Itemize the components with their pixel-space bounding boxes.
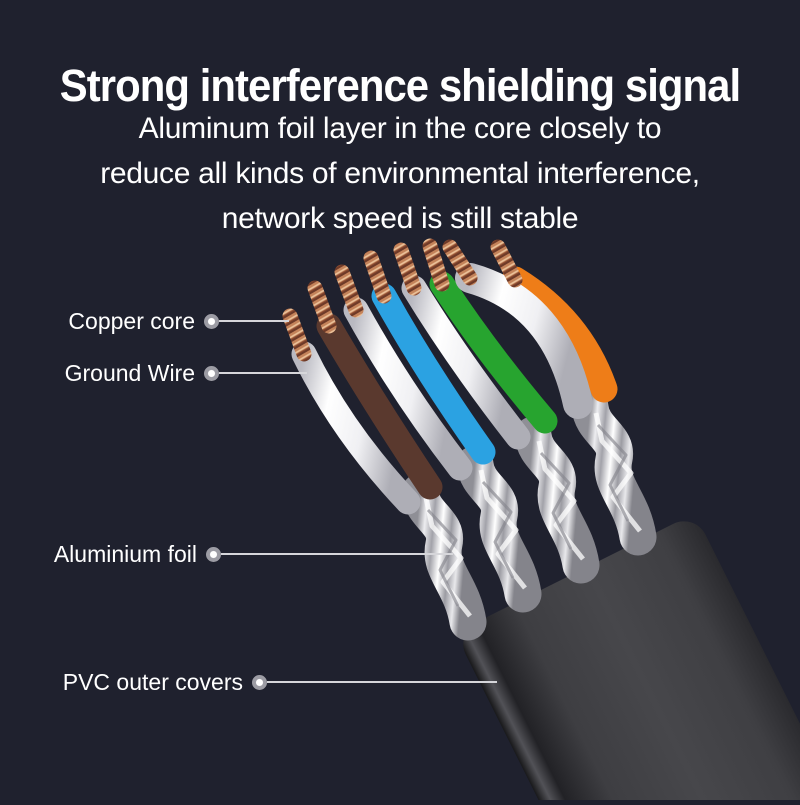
callout-line [221, 553, 453, 555]
callout-pvc-outer-covers: PVC outer covers [58, 666, 497, 698]
wire-white-4 [455, 263, 593, 419]
callout-label-copper-core: Copper core [68, 307, 195, 334]
copper-tip-6 [422, 238, 450, 292]
foil-shield-3 [533, 435, 583, 565]
callout-line [219, 320, 289, 322]
foil-shield-2 [475, 464, 525, 594]
wire-white-3 [401, 275, 531, 450]
wire-orange [501, 266, 618, 403]
callout-line [219, 372, 307, 374]
wire-brown [316, 313, 443, 500]
callout-ground-wire: Ground Wire [55, 357, 307, 389]
wire-blue [371, 283, 496, 465]
callout-label-ground-wire: Ground Wire [64, 359, 195, 386]
callout-dot-icon [252, 674, 267, 690]
pvc-jacket [463, 521, 800, 805]
copper-tip-3 [334, 264, 364, 318]
page-subtitle: Aluminum foil layer in the core closely … [0, 106, 800, 241]
copper-tip-7 [442, 239, 478, 286]
callout-aluminium-foil: Aluminium foil [42, 538, 453, 570]
callout-line [267, 681, 497, 683]
wire-white-2 [343, 297, 473, 481]
copper-tip-4 [363, 250, 392, 304]
callout-label-aluminium-foil: Aluminium foil [53, 540, 197, 567]
subtitle-line-2: reduce all kinds of environmental interf… [100, 157, 700, 190]
copper-tip-2 [307, 280, 337, 334]
foil-shield-4 [590, 407, 640, 537]
copper-tip-8 [490, 239, 523, 288]
wires [291, 263, 618, 515]
callout-copper-core: Copper core [55, 305, 289, 337]
copper-cores [282, 238, 523, 362]
subtitle-line-3: network speed is still stable [221, 202, 579, 235]
subtitle-line-1: Aluminum foil layer in the core closely … [138, 112, 662, 145]
wire-green [429, 271, 558, 434]
copper-tip-5 [393, 242, 422, 296]
callout-dot-icon [204, 313, 219, 329]
page-title: Strong interference shielding signal [59, 60, 741, 112]
callout-dot-icon [204, 365, 219, 381]
copper-tip-1 [282, 308, 312, 362]
wire-white-1 [291, 341, 421, 515]
callout-label-pvc-outer-covers: PVC outer covers [62, 668, 243, 695]
callout-dot-icon [206, 546, 221, 562]
